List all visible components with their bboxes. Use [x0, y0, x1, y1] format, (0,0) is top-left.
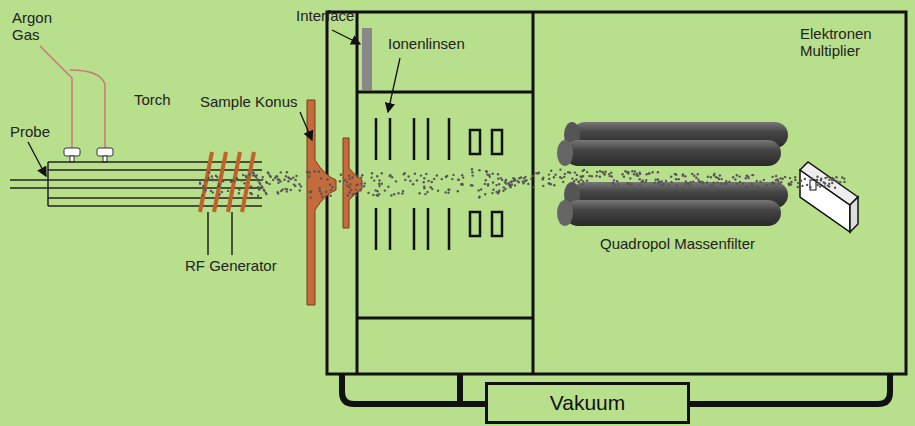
part-label: Quadropol Massenfilter: [600, 236, 755, 253]
part-label: RF Generator: [185, 258, 277, 275]
part-label: Interface: [296, 8, 354, 25]
part-label: Torch: [134, 92, 171, 109]
vacuum-box: Vakuum: [485, 382, 690, 424]
part-label: Ionenlinsen: [388, 36, 465, 53]
part-label: Elektronen Multiplier: [800, 26, 900, 59]
part-label: Sample Konus: [200, 94, 298, 111]
box-label: Vakuum: [550, 391, 625, 415]
gas-label: Argon Gas: [12, 10, 62, 43]
part-label: Probe: [10, 124, 50, 141]
